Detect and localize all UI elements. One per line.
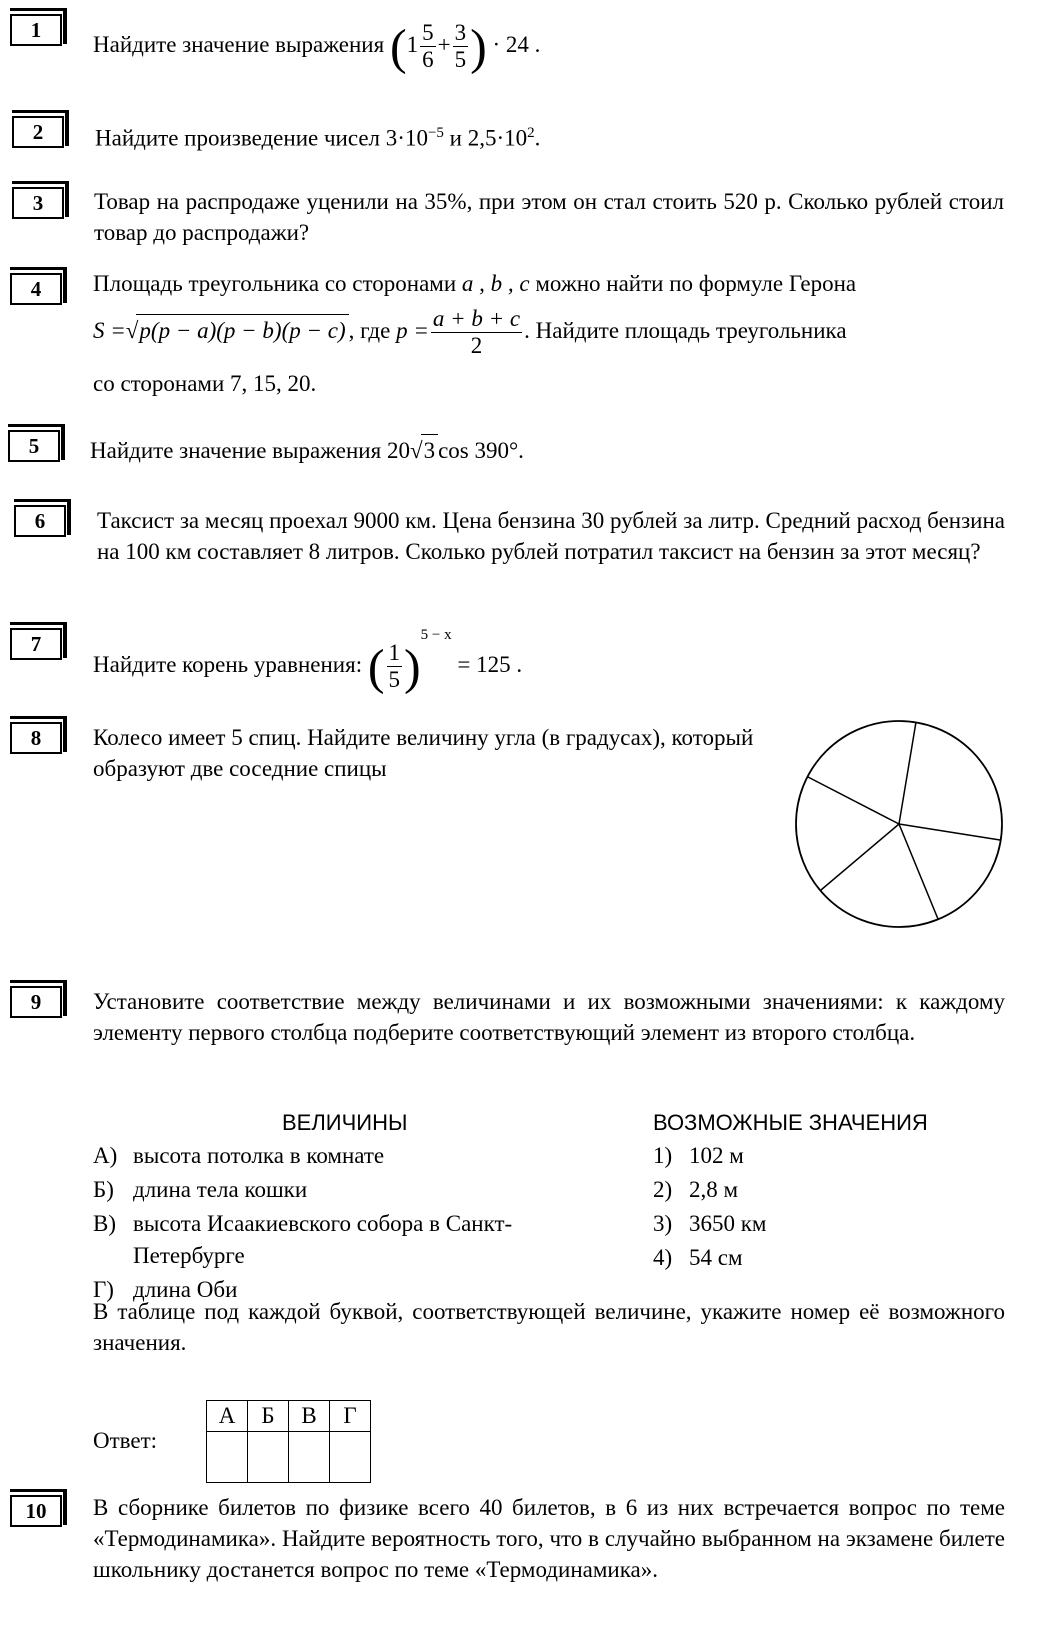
col2-header: ВОЗМОЖНЫЕ ЗНАЧЕНИЯ xyxy=(653,1110,928,1135)
spoke-2 xyxy=(807,776,900,825)
task-8-text: Колесо имеет 5 спиц. Найдите величину уг… xyxy=(93,725,754,781)
mixed-whole: 1 xyxy=(406,31,419,57)
task-4-line-1: Площадь треугольника со сторонами a , b … xyxy=(93,271,857,296)
task-number-7: 7 xyxy=(10,622,67,660)
wheel-diagram xyxy=(795,720,1003,928)
task-9-instruction: В таблице под каждой буквой, соответству… xyxy=(93,1299,1005,1355)
task-6-text: Таксист за месяц проехал 9000 км. Цена б… xyxy=(97,508,1005,564)
answer-table: А Б В Г xyxy=(206,1400,371,1483)
answer-cell[interactable] xyxy=(288,1431,330,1483)
letter-cell: А xyxy=(206,1400,248,1432)
answer-label: Ответ: xyxy=(93,1428,158,1453)
task-number-8: 8 xyxy=(10,716,67,754)
quantities-list: А)высота потолка в комнате Б)длина тела … xyxy=(93,1140,613,1305)
task-number-4: 4 xyxy=(10,267,67,305)
list-item: Г)длина Оби xyxy=(93,1277,238,1302)
task-4-line-2: S =√p(p − a)(p − b)(p − c), где p =a + b… xyxy=(93,306,847,358)
spoke-5 xyxy=(898,823,1001,841)
list-item: 3)3650 км xyxy=(653,1211,767,1236)
list-item: В)высота Исаакиевского собора в Санкт- xyxy=(93,1211,513,1236)
task-1-tail: · 24 . xyxy=(492,31,541,57)
task-number-2: 2 xyxy=(12,110,69,148)
list-item: 2)2,8 м xyxy=(653,1177,739,1202)
task-2-text: Найдите произведение чисел 3·10−5 и 2,5·… xyxy=(95,125,541,151)
task-number-6: 6 xyxy=(14,499,71,537)
task-number-10: 10 xyxy=(10,1489,67,1527)
letter-cell: В xyxy=(288,1400,330,1432)
task-number-5: 5 xyxy=(8,424,65,462)
answer-cell[interactable] xyxy=(247,1431,289,1483)
task-9-text: Установите соответствие между величинами… xyxy=(93,989,1005,1045)
list-item: Б)длина тела кошки xyxy=(93,1177,308,1202)
col1-header: ВЕЛИЧИНЫ xyxy=(282,1110,408,1135)
list-item: 4)54 см xyxy=(653,1245,743,1270)
list-item: А)высота потолка в комнате xyxy=(93,1143,385,1168)
task-1-prompt: Найдите значение выражения xyxy=(93,31,385,57)
spoke-3 xyxy=(820,823,900,891)
task-4-line-3: со сторонами 7, 15, 20. xyxy=(93,371,317,396)
task-number-9: 9 xyxy=(10,980,67,1018)
spoke-1 xyxy=(898,721,917,825)
task-10-text: В сборнике билетов по физике всего 40 би… xyxy=(93,1495,1005,1582)
spoke-4 xyxy=(898,823,939,920)
answer-cell[interactable] xyxy=(206,1431,248,1483)
task-3-text: Товар на распродаже уценили на 35%, при … xyxy=(94,189,1004,245)
task-number-3: 3 xyxy=(12,181,69,219)
task-number-1: 1 xyxy=(10,8,67,46)
values-list: 1)102 м 2)2,8 м 3)3650 км 4)54 см xyxy=(653,1140,953,1273)
answer-cell[interactable] xyxy=(329,1431,371,1483)
letter-cell: Г xyxy=(329,1400,371,1432)
list-item: 1)102 м xyxy=(653,1143,744,1168)
wheel-rim xyxy=(795,720,1003,928)
list-item: Петербурге xyxy=(133,1243,245,1268)
letter-cell: Б xyxy=(247,1400,289,1432)
